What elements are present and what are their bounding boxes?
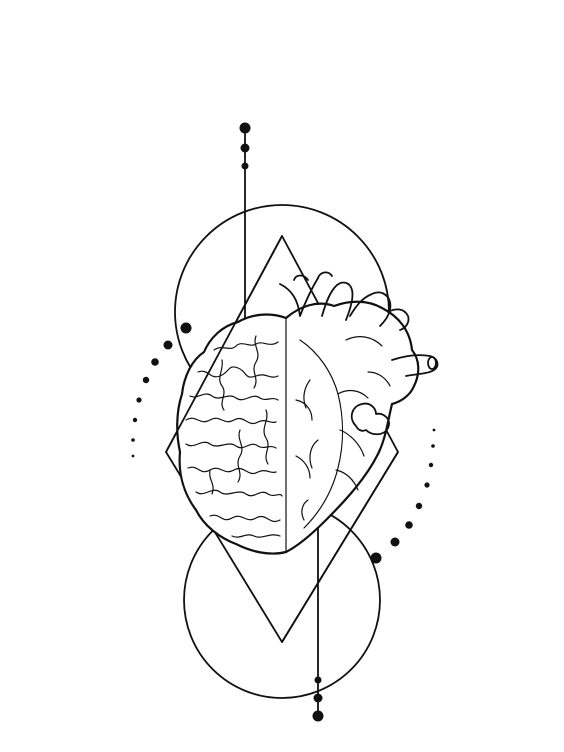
diamond-overlay — [165, 235, 399, 643]
right-dotted-arc — [370, 428, 436, 564]
heart-half — [279, 271, 439, 554]
brain-half — [176, 313, 288, 555]
left-dotted-arc — [131, 322, 192, 458]
